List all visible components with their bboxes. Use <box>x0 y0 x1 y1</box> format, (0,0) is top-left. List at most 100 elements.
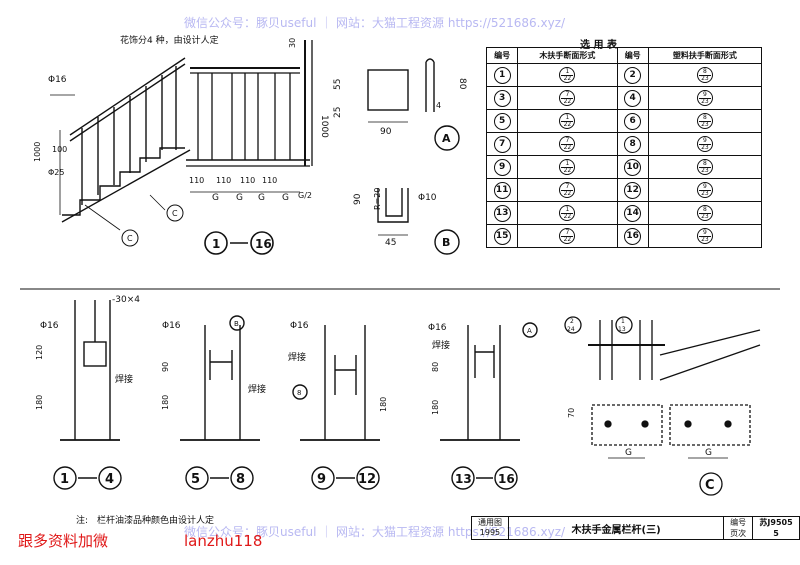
d2-weld: 焊接 <box>248 383 266 395</box>
item-number: 7 <box>493 135 511 153</box>
item-number: 9 <box>493 158 511 176</box>
num-page-labels: 编号页次 <box>723 516 754 540</box>
g-half: G/2 <box>298 191 312 200</box>
h100-label: 100 <box>52 145 67 154</box>
d2-180: 180 <box>161 395 170 410</box>
c-mark-b: 1 <box>621 318 625 325</box>
note-text: 注: 栏杆油漆品种颜色由设计人定 <box>76 516 215 526</box>
phi25-label: Φ25 <box>48 168 64 177</box>
d3-mark: 8 <box>297 389 301 397</box>
d110a: 110 <box>189 176 204 185</box>
item-number: 2 <box>624 66 642 84</box>
detail-b-drawing <box>377 188 460 255</box>
d3-weld: 焊接 <box>288 351 306 363</box>
detail-a-4: 4 <box>436 101 441 110</box>
h1000b-label: 1000 <box>319 115 329 138</box>
d1-label-b: 4 <box>105 472 114 487</box>
item-number: 8 <box>624 135 642 153</box>
c-mark-a2: 24 <box>567 326 575 333</box>
phi16-label: Φ16 <box>48 75 67 85</box>
d1-180: 180 <box>35 395 44 410</box>
g3: G <box>258 193 265 203</box>
c-mark-2: C <box>172 209 178 218</box>
pattern-note: 花饰分4 种，由设计人定 <box>120 34 219 46</box>
g4: G <box>282 193 289 203</box>
detail-c-drawing <box>564 316 761 496</box>
col-header: 编号 <box>616 47 649 64</box>
detail-b-45: 45 <box>385 238 396 248</box>
d4-mark: A <box>527 327 532 335</box>
item-number: 4 <box>624 89 642 107</box>
promo-right: lanzhu118 <box>184 532 263 550</box>
h1000-label: 1000 <box>33 142 42 162</box>
item-number: 3 <box>493 89 511 107</box>
d2-label-b: 8 <box>236 472 245 487</box>
detail-b-r: R=20 <box>373 188 382 210</box>
c-mark: C <box>127 234 133 243</box>
d4-weld: 焊接 <box>432 339 450 351</box>
item-number: 10 <box>624 158 642 176</box>
d2-90: 90 <box>161 362 170 372</box>
col-header: 木扶手断面形式 <box>517 47 618 64</box>
label-16: 16 <box>255 237 272 251</box>
item-number: 14 <box>624 204 642 222</box>
col-header: 塑料扶手断面形式 <box>647 47 763 64</box>
d4-phi: Φ16 <box>428 323 447 333</box>
item-number: 11 <box>493 181 511 199</box>
item-number: 15 <box>493 227 511 245</box>
d3-phi: Φ16 <box>290 321 309 331</box>
item-number: 5 <box>493 112 511 130</box>
item-number: 6 <box>624 112 642 130</box>
promo-left: 跟多资料加微 <box>18 532 109 550</box>
detail-a-80: 80 <box>457 78 467 90</box>
post-details <box>53 300 538 490</box>
c-mark-b2: 13 <box>618 326 626 333</box>
watermark-top: 微信公众号：豚贝useful ｜ 网站：大猫工程资源 https://52168… <box>184 16 566 30</box>
d3-180: 180 <box>379 397 388 412</box>
c-g2: G <box>705 448 712 458</box>
detail-a-55: 55 <box>333 79 343 90</box>
c-g1: G <box>625 448 632 458</box>
d2-phi: Φ16 <box>162 321 181 331</box>
col-header: 编号 <box>485 47 519 64</box>
c-70: 70 <box>567 408 576 418</box>
detail-b-phi10: Φ10 <box>418 193 437 203</box>
railing-front-elevation <box>186 40 313 193</box>
detail-a-25: 25 <box>333 107 343 118</box>
table-title: 选 用 表 <box>580 40 617 51</box>
detail-a-90: 90 <box>380 127 392 137</box>
item-number: 1 <box>493 66 511 84</box>
item-number: 16 <box>624 227 642 245</box>
d30-label: 30 <box>288 38 297 48</box>
item-number: 13 <box>493 204 511 222</box>
label-1: 1 <box>212 237 220 251</box>
d110c: 110 <box>240 176 255 185</box>
item-number: 12 <box>624 181 642 199</box>
detail-a-drawing <box>367 58 460 151</box>
